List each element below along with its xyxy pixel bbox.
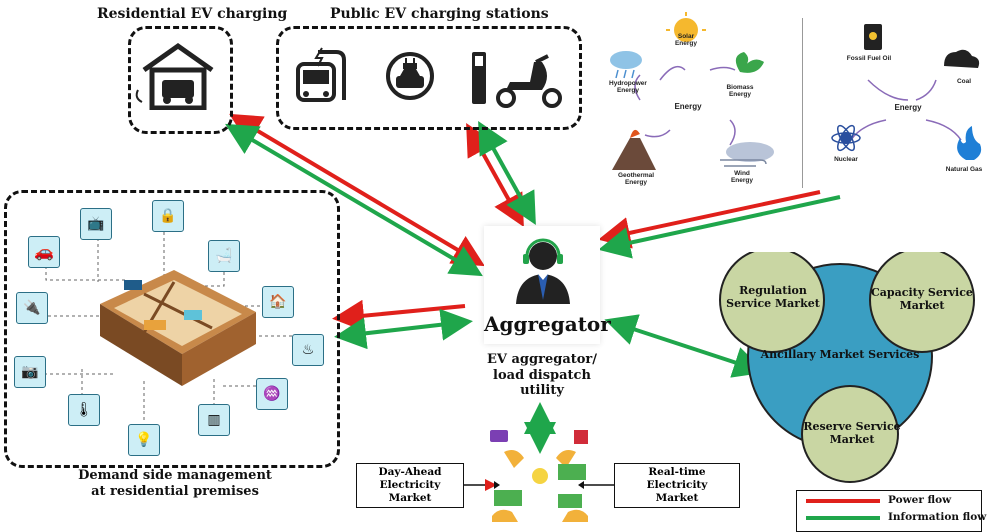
heater-tile: ♨: [292, 334, 324, 366]
residential-title: Residential EV charging: [97, 6, 288, 22]
geothermal-volcano-icon: [612, 138, 656, 170]
reserve-circle: [801, 385, 899, 483]
aggregator-label: Aggregator: [484, 312, 611, 336]
steam-icon: ♒: [263, 386, 281, 402]
fence-tile: ▥: [198, 404, 230, 436]
info-arrow-energy: [598, 195, 841, 259]
regulation-circle: [719, 252, 825, 353]
energy-divider: [802, 18, 803, 188]
regulation-label: Regulation Service Market: [726, 284, 820, 311]
renewable-cycle-icon: [610, 12, 774, 170]
bathtub-icon: 🛁: [215, 248, 233, 264]
dsm-title: Demand side management at residential pr…: [70, 468, 280, 499]
wind-label: Wind Energy: [730, 170, 754, 185]
public-title: Public EV charging stations: [330, 6, 549, 22]
legend-power-label: Power flow: [888, 494, 952, 506]
thermometer-tile: 🌡: [68, 394, 100, 426]
fossil-label: Fossil Fuel Oil: [846, 55, 892, 62]
market-trading-icon: [490, 430, 588, 522]
thermometer-icon: 🌡: [75, 402, 93, 418]
biomass-leaf-icon: [735, 52, 764, 73]
info-arrow-public: [478, 121, 536, 225]
home-sensor-icon: 🏠: [269, 294, 287, 310]
aggregator-caption-line1: EV aggregator/: [486, 352, 598, 367]
aggregator-caption-line3: utility: [520, 383, 564, 399]
idea-bulb-icon: [532, 468, 548, 484]
coal-icon: [944, 49, 980, 68]
sun-icon: [674, 18, 698, 42]
ancillary-diagram: [719, 252, 975, 483]
car-tile: 🚗: [28, 236, 60, 268]
heater-coil-icon: ▥: [207, 412, 221, 428]
legend-info-swatch: [806, 516, 880, 520]
solar-label: Solar Energy: [674, 33, 698, 48]
capacity-label: Capacity Service Market: [871, 286, 973, 313]
ev-scooter-icon: [472, 52, 562, 108]
capacity-circle: [869, 252, 975, 353]
geothermal-label: Geothermal Energy: [617, 172, 655, 187]
ev-car-charger-icon: [386, 52, 434, 100]
dsm-house-diagram: [42, 232, 304, 420]
real-time-market-box: Real-time Electricity Market: [614, 463, 740, 509]
power-arrow-public: [466, 123, 524, 227]
light-bulb-icon: 💡: [135, 432, 153, 448]
steam-tile: ♒: [256, 378, 288, 410]
reserve-label: Reserve Service Market: [803, 420, 901, 447]
garage-car-icon: [135, 42, 214, 110]
day-ahead-market-box: Day-Ahead Electricity Market: [356, 463, 464, 509]
dsm-box: [4, 190, 340, 468]
tv-icon: 📺: [87, 216, 105, 232]
plug-tile: 🔌: [16, 292, 48, 324]
legend-info-label: Information flow: [888, 511, 987, 523]
bathtub-tile: 🛁: [208, 240, 240, 272]
public-box: [276, 26, 582, 130]
lock-icon: 🔒: [159, 208, 177, 224]
info-arrow-ancillary: [604, 314, 766, 378]
power-arrow-energy: [598, 190, 821, 249]
hydro-cloud-icon: [610, 51, 642, 69]
legend-power-swatch: [806, 499, 880, 503]
thermostat-house-tile: 🏠: [262, 286, 294, 318]
hydro-label: Hydropower Energy: [609, 80, 647, 95]
ancillary-center-label: Ancillary Market Services: [760, 348, 920, 361]
bulb-tile: 💡: [128, 424, 160, 456]
info-arrow-residential: [225, 123, 483, 277]
lock-tile: 🔒: [152, 200, 184, 232]
info-arrow-dsm: [334, 308, 473, 350]
card-icon: [490, 430, 508, 442]
residential-box: [128, 26, 233, 134]
aggregator-caption-line2: load dispatch: [493, 367, 591, 383]
conventional-cycle-icon: [831, 24, 982, 160]
camera-icon: 📷: [21, 364, 39, 380]
coal-label: Coal: [956, 78, 972, 85]
gas-label: Natural Gas: [945, 166, 983, 173]
ev-bus-icon: [296, 47, 346, 102]
headset-operator-icon: [516, 238, 570, 304]
tv-tile: 📺: [80, 208, 112, 240]
conventional-energy-center: Energy: [894, 103, 922, 112]
plug-icon: 🔌: [23, 300, 41, 316]
wind-cloud-icon: [726, 142, 774, 162]
gas-flame-icon: [957, 126, 982, 160]
renewable-energy-center: Energy: [674, 102, 702, 111]
dsm-title-line2: at residential premises: [91, 483, 259, 499]
power-arrow-dsm: [332, 299, 466, 332]
nuclear-icon: [840, 132, 852, 144]
nuclear-label: Nuclear: [834, 156, 858, 163]
biomass-label: Biomass Energy: [726, 84, 754, 99]
aggregator-caption: EV aggregator/ load dispatch utility: [470, 352, 614, 399]
car-icon: 🚗: [34, 242, 54, 261]
radiator-icon: ♨: [301, 342, 315, 358]
camera-tile: 📷: [14, 356, 46, 388]
dsm-title-line1: Demand side management: [78, 468, 272, 483]
